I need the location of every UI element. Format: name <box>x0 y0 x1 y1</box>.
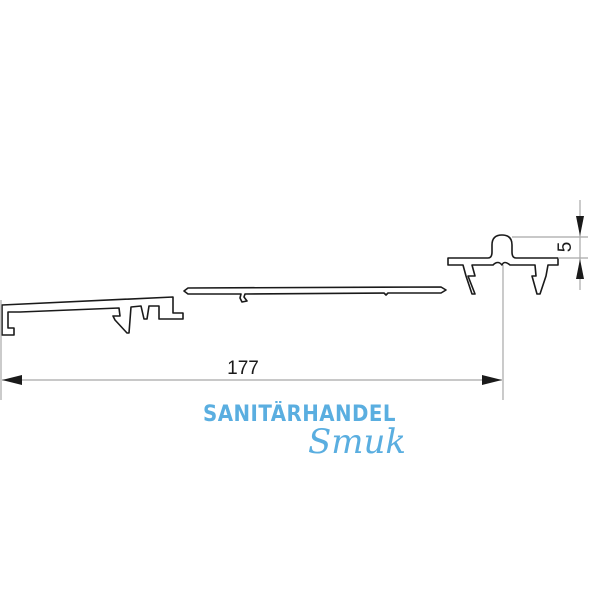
height-dimension-label: 5 <box>555 242 576 253</box>
cover-strip <box>183 286 447 303</box>
base-profile <box>1 296 184 336</box>
logo-text-primary: SANITÄRHANDEL <box>203 402 396 427</box>
arrow-right-icon <box>482 375 502 385</box>
clip-connector <box>447 234 559 295</box>
width-dimension-label: 177 <box>227 358 259 379</box>
arrow-down-icon <box>576 216 584 236</box>
brand-logo: SANITÄRHANDEL Smuk <box>203 400 407 470</box>
arrow-left-icon <box>2 375 22 385</box>
arrow-up-icon <box>576 259 584 279</box>
logo-text-script: Smuk <box>308 422 407 462</box>
